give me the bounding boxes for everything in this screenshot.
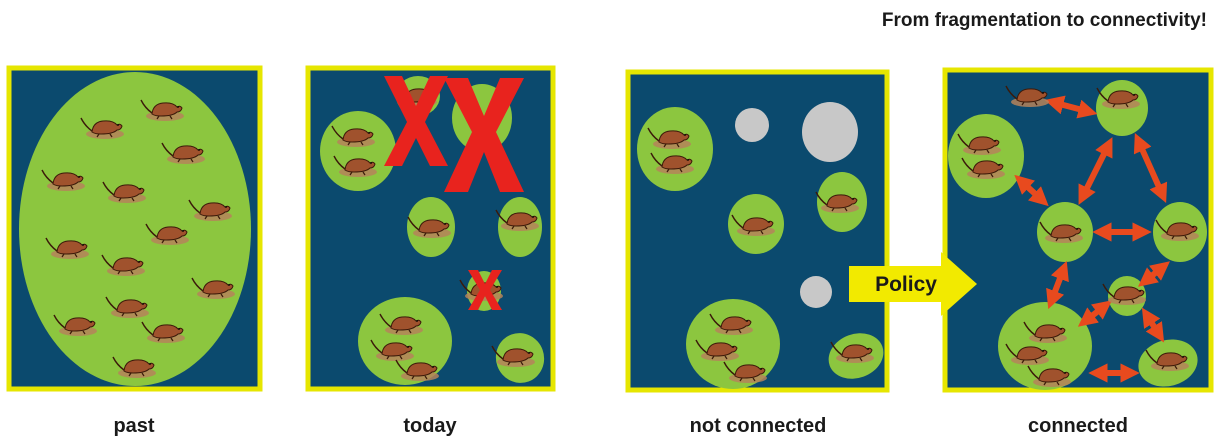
policy-label: Policy	[875, 273, 937, 296]
panel-today	[305, 65, 556, 392]
panel-past	[6, 65, 263, 392]
habitat-patch	[948, 114, 1024, 198]
double-arrow-icon	[1044, 95, 1098, 119]
double-arrow-icon	[1078, 137, 1113, 205]
double-arrow-icon	[1138, 261, 1170, 287]
red-x-icon	[444, 78, 524, 192]
caption-past: past	[113, 415, 155, 437]
red-x-icon	[468, 270, 502, 310]
habitat-patch	[358, 297, 452, 385]
caption-connected: connected	[1027, 415, 1129, 437]
double-arrow-icon	[1141, 307, 1165, 343]
panel-not-connected	[625, 69, 890, 393]
lost-habitat-patch	[800, 276, 832, 308]
panel-connected	[942, 67, 1214, 393]
double-arrow-icon	[1133, 132, 1168, 204]
double-arrow-icon	[1014, 174, 1049, 207]
habitat-patch	[637, 107, 713, 191]
policy-arrow: Policy	[849, 252, 977, 316]
headline: From fragmentation to connectivity!	[881, 10, 1207, 31]
red-x-icon	[384, 76, 448, 166]
large-habitat	[19, 72, 251, 386]
habitat-patch	[320, 111, 396, 191]
caption-not-connected: not connected	[689, 415, 827, 437]
habitat-patch	[998, 302, 1092, 390]
double-arrow-icon	[1046, 260, 1069, 310]
lost-habitat-patch	[735, 108, 769, 142]
lost-habitat-patch	[802, 102, 858, 162]
double-arrow-icon	[1077, 300, 1113, 327]
connector-arrows	[1014, 95, 1170, 383]
caption-today: today	[403, 415, 457, 437]
